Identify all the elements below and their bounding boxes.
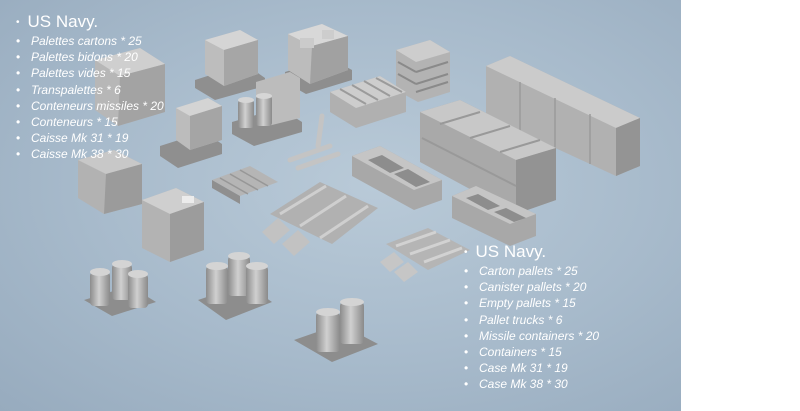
empty-pallet-model	[212, 166, 278, 204]
legend-item: •Canister pallets * 20	[464, 280, 587, 295]
legend-item: •Transpalettes * 6	[16, 82, 121, 97]
canister-pallet-model	[232, 72, 302, 146]
legend-item: •Palettes bidons * 20	[16, 50, 138, 65]
legend-item: •Conteneurs missiles * 20	[16, 98, 164, 113]
legend-item: •Case Mk 38 * 30	[464, 377, 568, 392]
frame-container-model	[452, 186, 536, 246]
missile-container-model	[420, 100, 556, 214]
legend-item: •Containers * 15	[464, 345, 562, 360]
legend-item: •Pallet trucks * 6	[464, 312, 563, 327]
carton-pallet-model	[78, 150, 142, 214]
drum-pallet-model	[198, 252, 272, 320]
legend-item: •Carton pallets * 25	[464, 264, 578, 278]
legend-item: •Caisse Mk 38 * 30	[16, 147, 129, 162]
carton-stack-model	[285, 24, 352, 94]
large-container-model	[486, 56, 640, 176]
carton-pallet-model	[95, 48, 165, 126]
legend-item: •Case Mk 31 * 19	[464, 361, 568, 376]
pallet-truck-model	[287, 113, 341, 171]
legend-item: •Palettes vides * 15	[16, 66, 131, 81]
empty-pallet-stack-model	[396, 40, 450, 102]
legend-french: •US Navy. •Palettes cartons * 25 •Palett…	[16, 12, 164, 163]
legend-english: •US Navy. •Carton pallets * 25 •Canister…	[464, 242, 599, 393]
empty-pallet-model	[330, 76, 406, 128]
missile-crate-model	[262, 182, 378, 256]
carton-pallet-model	[195, 30, 265, 100]
carton-pallet-model	[160, 98, 222, 168]
missile-crate-model	[380, 228, 470, 282]
legend-title: •US Navy.	[16, 12, 99, 31]
frame-container-model	[352, 146, 442, 210]
case-model	[142, 188, 204, 262]
render-image: •US Navy. •Palettes cartons * 25 •Palett…	[0, 0, 681, 411]
legend-item: •Conteneurs * 15	[16, 115, 118, 130]
drum-pallet-model	[84, 260, 156, 316]
legend-item: •Empty pallets * 15	[464, 296, 576, 311]
model-scene	[78, 24, 640, 362]
legend-item: •Palettes cartons * 25	[16, 34, 142, 48]
legend-title: •US Navy.	[464, 242, 547, 261]
legend-item: •Caisse Mk 31 * 19	[16, 131, 129, 146]
legend-item: •Missile containers * 20	[464, 328, 600, 343]
drum-pallet-model	[294, 298, 378, 362]
